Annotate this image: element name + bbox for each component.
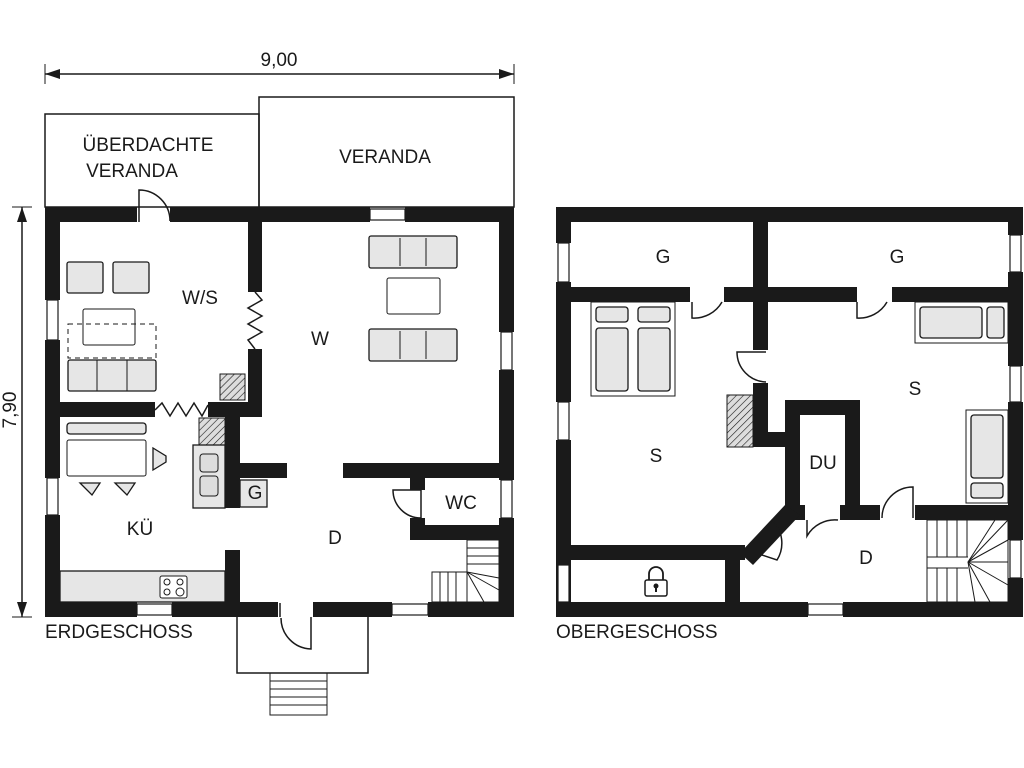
room-label-g-left: G <box>656 247 671 268</box>
stove-icon <box>159 575 188 599</box>
window <box>136 603 173 616</box>
fridge <box>239 479 268 508</box>
depth-dimension-label: 7,90 <box>0 392 21 429</box>
room-label-g-right: G <box>890 247 905 268</box>
window <box>500 331 513 371</box>
chimney <box>219 373 246 401</box>
window <box>557 401 570 441</box>
shower-door[interactable] <box>806 519 839 539</box>
floor-title-upper: OBERGESCHOSS <box>556 622 718 643</box>
chair <box>113 482 137 497</box>
kitchen-counter <box>59 570 226 603</box>
porch <box>236 617 369 674</box>
wc-door[interactable] <box>392 489 422 519</box>
armchair <box>112 261 150 294</box>
chimney <box>198 417 226 446</box>
width-dimension-label: 9,00 <box>261 50 298 71</box>
staircase <box>926 519 1009 603</box>
room-label-bedroom-left: S <box>650 446 663 467</box>
floor-title-ground: ERDGESCHOSS <box>45 622 193 643</box>
sofa <box>67 359 157 392</box>
sink <box>199 475 219 497</box>
room-label-living-sleeping: W/S <box>182 288 218 309</box>
window <box>1009 539 1022 579</box>
window <box>557 242 570 283</box>
door[interactable] <box>736 351 767 383</box>
porch-steps <box>269 672 328 716</box>
room-label-kitchen: KÜ <box>127 519 153 540</box>
dining-table <box>66 439 147 477</box>
window <box>46 477 59 516</box>
covered-veranda-label-2: VERANDA <box>86 161 178 182</box>
window <box>369 208 406 221</box>
chair <box>152 446 167 472</box>
window <box>500 479 513 519</box>
window <box>391 603 429 616</box>
coffee-table <box>386 277 441 315</box>
door[interactable] <box>752 519 783 561</box>
ground-floor-plan: ÜBERDACHTE VERANDA VERANDA <box>44 96 515 716</box>
chimney <box>726 394 754 448</box>
door[interactable] <box>856 301 888 319</box>
room-label-living: W <box>311 329 329 350</box>
room-label-wc: WC <box>445 493 477 514</box>
covered-veranda-label: ÜBERDACHTE <box>83 135 214 156</box>
room-label-bedroom-right: S <box>909 379 922 400</box>
appliance-label: G <box>248 483 263 504</box>
bench <box>66 422 147 435</box>
window <box>1009 234 1022 273</box>
folding-door[interactable] <box>154 401 209 418</box>
upper-floor-plan: G G S S DU D OBERGESCHOSS <box>556 207 1023 643</box>
sofa <box>368 328 458 362</box>
sofa-bed-outline <box>67 323 157 359</box>
sofa <box>368 235 458 269</box>
veranda <box>258 96 515 208</box>
table <box>82 308 136 346</box>
door[interactable] <box>691 301 723 319</box>
window <box>46 299 59 341</box>
room-label-hall: D <box>859 548 873 569</box>
armchair <box>66 261 104 294</box>
veranda-label: VERANDA <box>339 147 431 168</box>
room-label-shower: DU <box>809 453 836 474</box>
entrance-door[interactable] <box>279 603 312 650</box>
window <box>1009 365 1022 403</box>
depth-dimension: 7,90 <box>0 206 32 618</box>
door[interactable] <box>881 486 914 519</box>
chair <box>78 482 102 497</box>
room-label-hall: D <box>328 528 342 549</box>
width-dimension: 9,00 <box>44 50 515 84</box>
veranda-door[interactable] <box>138 189 171 222</box>
window <box>807 603 844 616</box>
sink <box>199 453 219 473</box>
window <box>557 564 570 603</box>
lock-icon <box>644 566 668 597</box>
folding-door[interactable] <box>246 291 264 350</box>
staircase <box>431 539 500 603</box>
